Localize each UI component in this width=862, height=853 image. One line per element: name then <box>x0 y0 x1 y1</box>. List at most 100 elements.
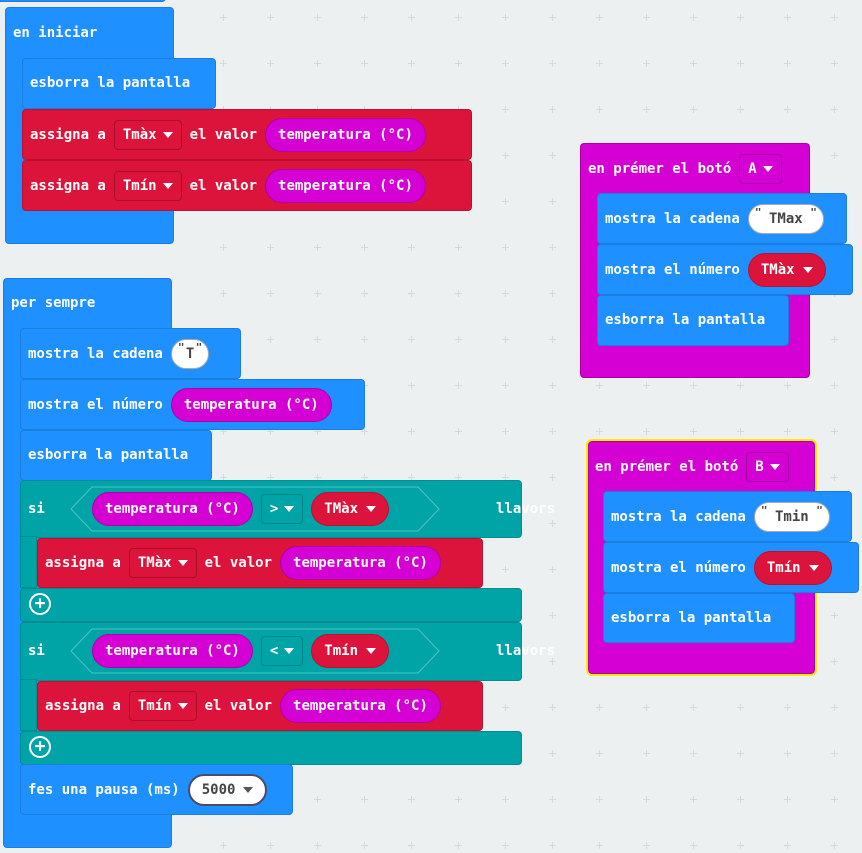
grid-mark <box>502 60 509 67</box>
dropdown-arrow-icon <box>284 506 295 512</box>
operator-dropdown[interactable]: < <box>260 636 304 666</box>
grid-mark <box>643 14 650 21</box>
grid-mark <box>267 474 274 481</box>
clear-screen-block[interactable] <box>22 58 216 109</box>
operator-dropdown[interactable]: > <box>260 494 304 524</box>
string-input[interactable]: T <box>170 338 210 369</box>
grid-mark <box>690 106 697 113</box>
add-else-icon[interactable]: + <box>29 736 51 758</box>
grid-mark <box>408 474 415 481</box>
clear-screen-block[interactable] <box>597 295 789 346</box>
dropdown-arrow-icon <box>162 132 173 138</box>
temperature-reporter[interactable]: temperatura (°C) <box>265 118 426 152</box>
temperature-reporter[interactable]: temperatura (°C) <box>170 387 332 422</box>
comparison-block[interactable]: temperatura (°C) > TMàx <box>70 486 484 532</box>
grid-mark <box>784 796 791 803</box>
grid-mark <box>784 14 791 21</box>
show-string-label: mostra la cadena <box>611 508 746 525</box>
variable-reporter[interactable]: Tmín <box>753 550 832 585</box>
pause-label: fes una pausa (ms) <box>28 781 180 798</box>
variable-reporter[interactable]: TMàx <box>747 252 826 287</box>
on-start-hat[interactable]: en iniciar <box>5 18 97 48</box>
grid-mark <box>737 750 744 757</box>
grid-mark <box>737 382 744 389</box>
dropdown-arrow-icon <box>769 464 780 470</box>
grid-mark <box>737 704 744 711</box>
button-b-hat[interactable]: en prémer el botó B <box>587 450 789 484</box>
temperature-reporter[interactable]: temperatura (°C) <box>280 546 441 580</box>
grid-mark <box>455 474 462 481</box>
grid-mark <box>408 842 415 849</box>
offscreen-block[interactable] <box>0 0 166 2</box>
to-label: el valor <box>204 555 273 571</box>
grid-mark <box>502 474 509 481</box>
pause-duration-input[interactable]: 5000 <box>187 773 268 806</box>
clear-screen-block[interactable] <box>20 430 212 481</box>
grid-mark <box>314 428 321 435</box>
grid-mark <box>784 750 791 757</box>
dropdown-arrow-icon <box>802 266 813 273</box>
button-name: B <box>755 459 764 475</box>
dropdown-arrow-icon <box>366 648 377 654</box>
if-tmax-row: si temperatura (°C) > TMàx llavors <box>20 486 555 532</box>
clear-screen-row: esborra la pantalla <box>597 305 765 335</box>
grid-mark <box>455 60 462 67</box>
add-else-icon[interactable]: + <box>29 593 51 615</box>
temperature-reporter[interactable]: temperatura (°C) <box>92 492 253 526</box>
grid-mark <box>549 520 556 527</box>
clear-screen-block[interactable] <box>603 593 795 643</box>
temperature-reporter[interactable]: temperatura (°C) <box>265 169 426 203</box>
variable-dropdown[interactable]: Tmín <box>128 691 197 721</box>
set-label: assigna a <box>30 127 106 143</box>
pause-value: 5000 <box>201 781 236 798</box>
variable-name: TMàx <box>760 261 795 278</box>
grid-mark <box>690 796 697 803</box>
grid-mark <box>831 14 838 21</box>
grid-mark <box>784 704 791 711</box>
grid-mark <box>784 106 791 113</box>
grid-mark <box>784 60 791 67</box>
grid-mark <box>220 842 227 849</box>
grid-mark <box>549 566 556 573</box>
temperature-reporter[interactable]: temperatura (°C) <box>280 689 441 723</box>
grid-mark <box>267 60 274 67</box>
string-input[interactable]: TMax <box>747 203 824 234</box>
show-number-row: mostra el número temperatura (°C) <box>20 387 332 422</box>
grid-mark <box>549 612 556 619</box>
forever-hat[interactable]: per sempre <box>3 288 95 318</box>
if-tmax-footer <box>20 588 522 622</box>
grid-mark <box>502 842 509 849</box>
show-string-row: mostra la cadena Tmin <box>603 501 830 532</box>
show-number-row: mostra el número TMàx <box>597 252 826 287</box>
grid-mark <box>455 382 462 389</box>
show-string-row: mostra la cadena TMax <box>597 203 824 234</box>
variable-dropdown[interactable]: TMàx <box>128 548 197 578</box>
grid-mark <box>408 796 415 803</box>
grid-mark <box>831 152 838 159</box>
grid-mark <box>549 336 556 343</box>
grid-mark <box>690 428 697 435</box>
operator: < <box>269 643 279 659</box>
variable-reporter[interactable]: TMàx <box>311 492 390 526</box>
variable-reporter[interactable]: Tmín <box>311 634 390 668</box>
grid-mark <box>267 336 274 343</box>
grid-mark <box>549 750 556 757</box>
variable-dropdown[interactable]: Tmàx <box>113 120 182 150</box>
variable-dropdown[interactable]: Tmín <box>113 171 182 201</box>
then-label: llavors <box>496 643 556 659</box>
button-dropdown[interactable]: A <box>739 154 782 184</box>
on-button-label: en prémer el botó <box>595 459 739 475</box>
show-string-row: mostra la cadena T <box>20 338 210 369</box>
button-a-hat[interactable]: en prémer el botó A <box>580 152 782 186</box>
grid-mark <box>549 14 556 21</box>
comparison-block[interactable]: temperatura (°C) < Tmín <box>70 628 484 674</box>
grid-mark <box>831 60 838 67</box>
grid-mark <box>549 290 556 297</box>
string-input[interactable]: Tmin <box>753 501 830 532</box>
grid-mark <box>408 290 415 297</box>
set-label: assigna a <box>30 178 106 194</box>
button-dropdown[interactable]: B <box>746 452 789 482</box>
temperature-reporter[interactable]: temperatura (°C) <box>92 634 253 668</box>
variable-name: Tmàx <box>122 127 157 143</box>
grid-mark <box>220 244 227 251</box>
